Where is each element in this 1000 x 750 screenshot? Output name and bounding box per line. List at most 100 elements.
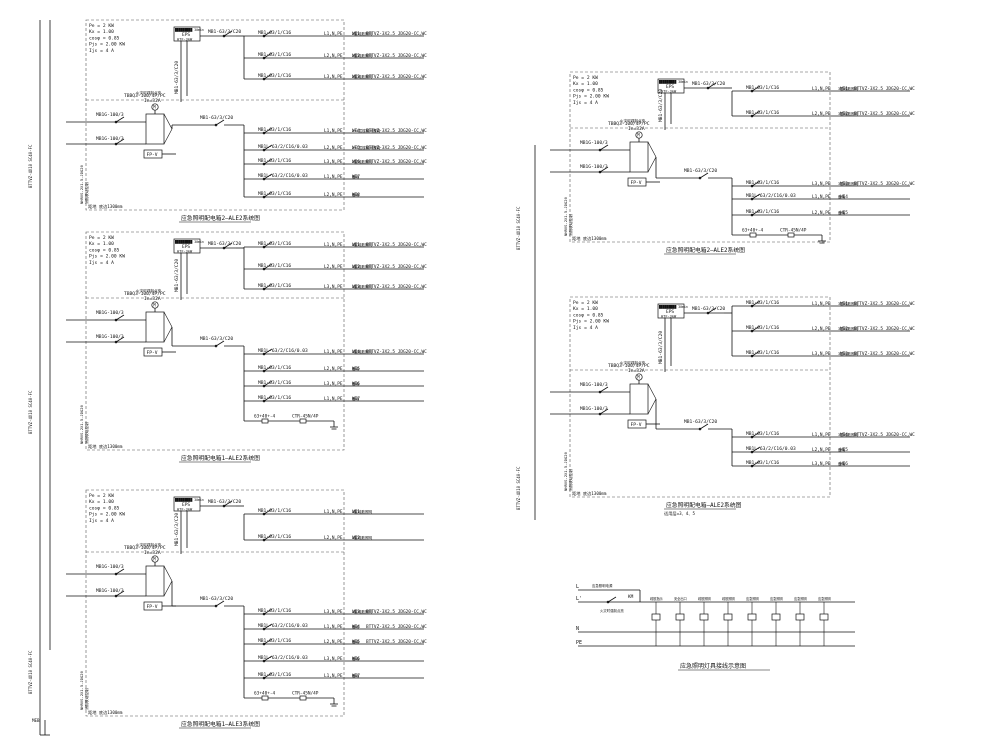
breaker-contact	[262, 131, 266, 135]
motor-label: M	[153, 303, 156, 308]
PE-label: PE	[576, 640, 582, 646]
phase-label: L3,N,PE	[324, 381, 343, 387]
panel-title: 应急照明配电箱1—ALE3系统图	[181, 720, 260, 728]
mount-note: 距地 底边1300mm	[88, 203, 123, 210]
fixture-symbol	[771, 613, 781, 621]
breaker-symbol	[751, 85, 761, 92]
fuse-spec: 63+40+-4	[742, 228, 764, 234]
phase-label: L2,N,PE	[324, 366, 343, 372]
signal-note: 消防联动控制	[568, 214, 573, 236]
fixture-symbol	[795, 613, 805, 621]
load-name: 3层疏散照明	[838, 432, 859, 437]
load-parameter: Pjs = 2.00 KW	[89, 42, 125, 48]
ats-rating: In=32A	[628, 368, 645, 374]
breaker-symbol	[599, 386, 609, 393]
N-label: N	[576, 626, 579, 632]
breaker-model: MB1-63/1/C16	[258, 365, 291, 371]
load-parameter: Pjs = 2.00 KW	[573, 319, 609, 325]
fixture: 安全出口	[674, 596, 687, 646]
fire-note: 火灾时强制点亮	[136, 542, 162, 547]
breaker-contact	[114, 594, 118, 598]
phase-label: L3,N,PE	[324, 284, 343, 290]
cable-spec: BTTVZ-3X2.5 JDG20-CC,WC	[366, 74, 427, 80]
load-parameter: Ijs = 4 A	[89, 48, 114, 54]
breaker-symbol	[263, 30, 273, 37]
eps-breaker: MB1-63/3/C20	[692, 306, 725, 312]
breaker-contact	[262, 352, 266, 356]
fixture: 疏散照明	[722, 596, 735, 646]
load-name: 3层疏散照明	[838, 86, 859, 91]
panel-title: 应急照明配电箱2—ALE2系统图	[666, 246, 745, 254]
feeder-breaker: MB1-63/3/C20	[684, 168, 717, 174]
breaker-contact	[114, 318, 118, 322]
cable-spec: BTTVZ-3X2.5 JDG20-CC,WC	[366, 349, 427, 355]
load-parameter: Pe = 2 KW	[573, 75, 598, 81]
breaker-contact	[750, 329, 754, 333]
fixture: 应急照明	[794, 596, 807, 646]
spd-model: CTR-45N/4P	[780, 228, 807, 234]
spd-symbol	[787, 232, 795, 238]
load-name: 备用	[352, 673, 360, 678]
panel-subtitle: 适用层=3、4、5	[664, 510, 696, 517]
motor-label: M	[637, 133, 640, 138]
motor-label: M	[153, 557, 156, 562]
ats-rating: In=32A	[628, 126, 645, 132]
load-name: 3层疏散照明	[838, 181, 859, 186]
phase-label: L2,N,PE	[324, 145, 343, 151]
eps-spec: █████████ 30min	[658, 305, 688, 309]
breaker-symbol	[707, 82, 717, 89]
load-name: 备用	[352, 366, 360, 371]
breaker-contact	[262, 287, 266, 291]
breaker-contact	[262, 642, 266, 646]
breaker-contact	[698, 427, 702, 431]
breaker-contact	[222, 246, 226, 250]
fpv-label: FP-V	[147, 350, 158, 356]
eps-model: HTF-3kW	[661, 314, 677, 318]
breaker-model: MB1L-63/2/C16/0.03	[258, 623, 308, 629]
circuit-id: WE3	[352, 74, 360, 80]
phase-label: L3,N,PE	[812, 461, 831, 467]
fire-note: 火灾时强制点亮	[136, 90, 162, 95]
panel-boundary	[85, 489, 345, 717]
phase-label: L2,N,PE	[324, 535, 343, 541]
breaker-model: MB1-63/1/C16	[258, 283, 291, 289]
load-name: 备用	[838, 447, 846, 452]
breaker-symbol	[263, 508, 273, 515]
circuit-id: WE2	[352, 53, 360, 59]
breaker-contact	[598, 390, 602, 394]
vertical-breaker: MB1-63/3/C20	[174, 61, 180, 94]
load-name: 2~5层楼梯间照明	[352, 128, 380, 133]
breaker-model: MB1L-63/2/C16/0.03	[746, 193, 796, 199]
wiring-note: 应急照明电源	[592, 583, 613, 588]
fpv-label: FP-V	[631, 422, 642, 428]
load-parameter: Pe = 2 KW	[89, 493, 114, 499]
breaker-symbol	[263, 144, 273, 151]
spd-symbol	[299, 418, 307, 424]
circuit-id: WE6	[352, 159, 360, 165]
load-name: 备用	[838, 210, 846, 215]
breaker-symbol	[599, 408, 609, 415]
circuit-id: WE5	[352, 366, 360, 372]
phase-label: L2,N,PE	[324, 192, 343, 198]
load-name: 3层疏散照明	[838, 326, 859, 331]
vertical-breaker: MB1-63/3/C20	[174, 259, 180, 292]
breaker-symbol	[263, 52, 273, 59]
breaker-contact	[114, 142, 118, 146]
breaker-contact	[262, 627, 266, 631]
riser-cable: BTTVZ-4X10 SC40-FC	[28, 650, 33, 694]
fixture: 疏散指示	[650, 596, 663, 646]
breaker-symbol	[115, 138, 125, 145]
ats-contact	[163, 326, 173, 343]
circuit-id: WE4	[352, 349, 360, 355]
ats-model: TBBQ3-100/4P/PC	[608, 363, 650, 369]
